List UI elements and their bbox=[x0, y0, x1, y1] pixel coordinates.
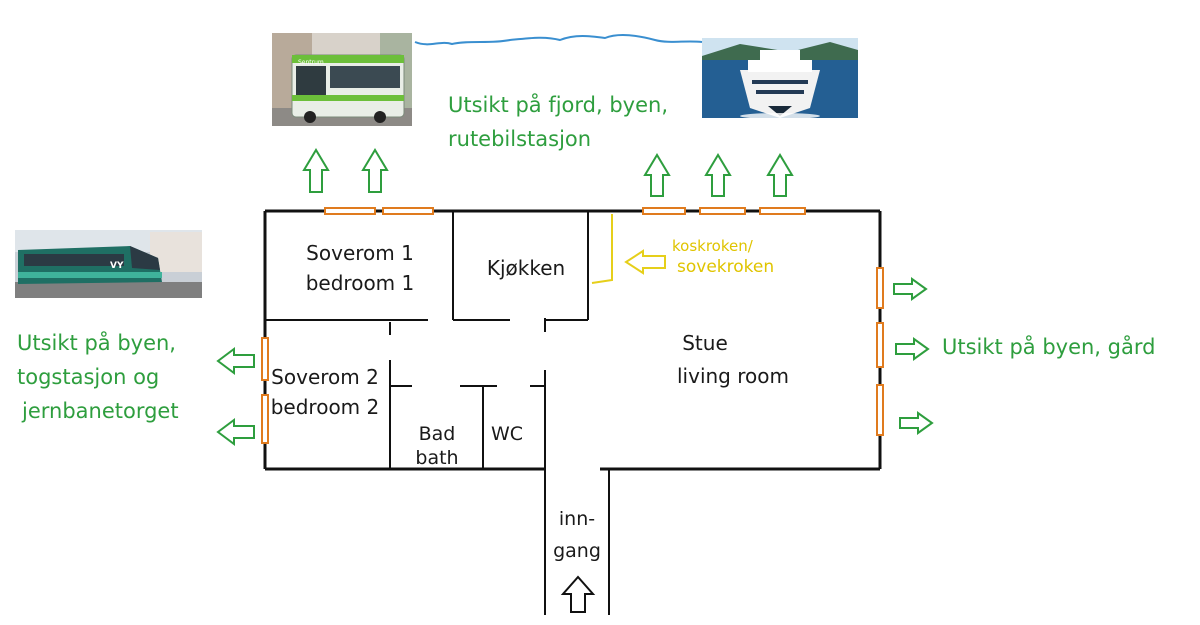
window-right-2 bbox=[876, 322, 884, 368]
bus-sign-text: Sentrum bbox=[298, 59, 324, 66]
room-label-bedroom2: bedroom 2 bbox=[271, 395, 380, 419]
train-photo: VY bbox=[15, 230, 202, 298]
annotation-koskroken: koskroken/ bbox=[672, 237, 754, 255]
window-left-2 bbox=[261, 394, 269, 444]
nook-divider bbox=[591, 214, 613, 284]
view-arrow-up-2 bbox=[361, 148, 389, 193]
view-arrow-up-5 bbox=[766, 153, 794, 197]
annotation-sovekroken: sovekroken bbox=[677, 257, 774, 277]
view-west-line1: Utsikt på byen, bbox=[17, 330, 176, 355]
view-west-line3: jernbanetorget bbox=[21, 399, 179, 423]
room-label-soverom2: Soverom 2 bbox=[271, 365, 379, 389]
window-left-1 bbox=[261, 337, 269, 381]
room-label-bedroom1: bedroom 1 bbox=[306, 271, 415, 295]
room-label-wc: WC bbox=[491, 423, 523, 445]
train-logo-text: VY bbox=[110, 261, 124, 271]
ship-photo bbox=[702, 38, 858, 119]
window-top-3 bbox=[642, 207, 686, 215]
horizon-line bbox=[414, 33, 703, 46]
view-arrow-left-1 bbox=[216, 347, 255, 375]
bus-photo: Sentrum bbox=[272, 33, 412, 126]
view-arrow-up-3 bbox=[643, 153, 671, 197]
window-top-5 bbox=[759, 207, 806, 215]
nook-arrow bbox=[624, 249, 666, 275]
room-label-soverom1: Soverom 1 bbox=[306, 241, 414, 265]
view-east: Utsikt på byen, gård bbox=[942, 334, 1155, 359]
room-label-inngang-2: gang bbox=[553, 540, 601, 562]
view-west-line2: togstasjon og bbox=[17, 365, 159, 389]
view-north-line2: rutebilstasjon bbox=[448, 127, 591, 151]
room-label-kjokken: Kjøkken bbox=[487, 256, 565, 280]
room-label-living-room: living room bbox=[677, 364, 789, 388]
entrance-arrow bbox=[560, 575, 596, 613]
window-right-3 bbox=[876, 384, 884, 436]
window-right-1 bbox=[876, 267, 884, 309]
window-top-1 bbox=[324, 207, 376, 215]
view-arrow-up-1 bbox=[302, 148, 330, 193]
room-label-bad: Bad bbox=[419, 423, 456, 445]
room-label-inngang-1: inn- bbox=[559, 508, 595, 530]
room-label-stue: Stue bbox=[682, 331, 728, 355]
view-arrow-right-1 bbox=[893, 277, 928, 301]
window-top-4 bbox=[699, 207, 746, 215]
view-arrow-up-4 bbox=[704, 153, 732, 197]
room-label-bath: bath bbox=[415, 447, 458, 469]
view-arrow-left-2 bbox=[216, 418, 255, 446]
view-arrow-right-3 bbox=[899, 411, 934, 435]
view-arrow-right-2 bbox=[895, 337, 930, 361]
window-top-2 bbox=[382, 207, 434, 215]
view-north-line1: Utsikt på fjord, byen, bbox=[448, 92, 668, 117]
